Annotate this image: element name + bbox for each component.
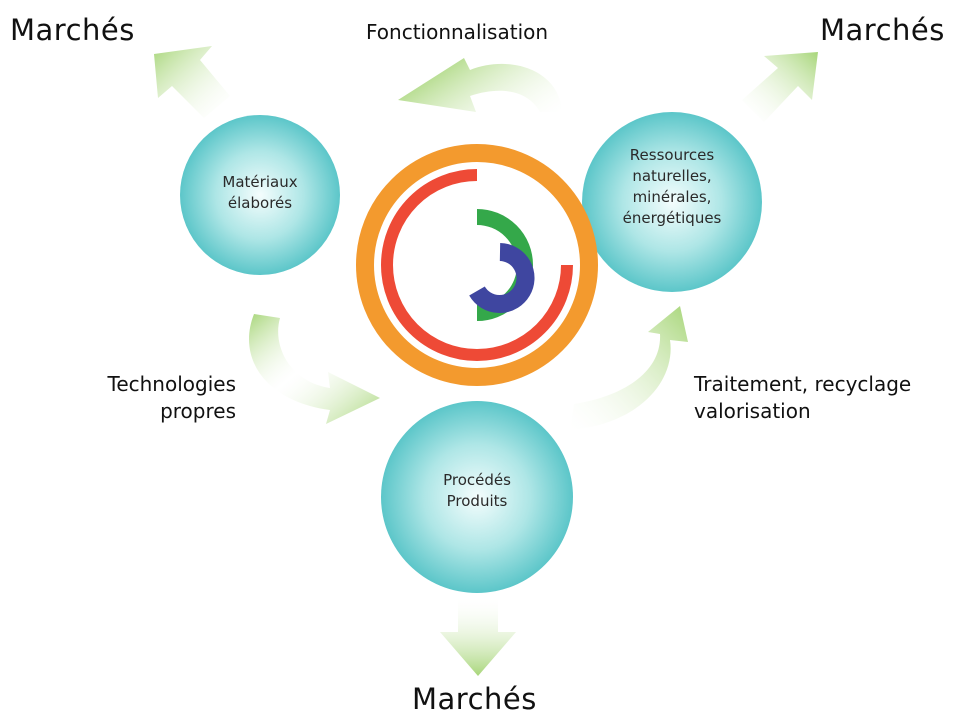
logo-red-arc bbox=[381, 169, 573, 361]
technologies-line-1: Technologies bbox=[107, 372, 236, 396]
node-materiaux-line-1: Matériaux bbox=[222, 173, 298, 191]
traitement-line-2: valorisation bbox=[694, 399, 811, 423]
node-procedes-line-2: Produits bbox=[446, 492, 508, 510]
node-ressources-text: Ressources naturelles, minérales, énergé… bbox=[607, 145, 737, 229]
technologies-line-2: propres bbox=[160, 399, 236, 423]
node-ressources-naturelles bbox=[582, 112, 762, 292]
logo-blue-arc bbox=[469, 243, 535, 313]
node-ressources-line-1: Ressources bbox=[629, 146, 715, 164]
fonctionnalisation-label: Fonctionnalisation bbox=[366, 20, 549, 44]
center-logo bbox=[356, 144, 598, 386]
arrow-to-markets-top-left bbox=[154, 46, 230, 118]
node-ressources-line-3: minérales, bbox=[632, 188, 712, 206]
arrow-traitement-recyclage bbox=[570, 306, 688, 430]
node-ressources-line-4: énergétiques bbox=[622, 209, 722, 227]
traitement-label: Traitement, recyclage valorisation bbox=[694, 372, 911, 423]
traitement-line-1: Traitement, recyclage bbox=[694, 372, 912, 396]
arrow-technologies-propres bbox=[249, 314, 380, 424]
markets-bottom-label: Marchés bbox=[412, 682, 537, 716]
node-materiaux-elabores bbox=[180, 115, 340, 275]
arrow-to-markets-top-right bbox=[742, 52, 818, 122]
arrow-fonctionnalisation bbox=[398, 58, 562, 112]
markets-top-right-label: Marchés bbox=[820, 13, 945, 47]
logo-orange-ring bbox=[356, 144, 598, 386]
node-materiaux-line-2: élaborés bbox=[227, 194, 293, 212]
node-procedes-produits bbox=[381, 401, 573, 593]
node-procedes-text: Procédés Produits bbox=[412, 470, 542, 512]
node-materiaux-text: Matériaux élaborés bbox=[200, 172, 320, 214]
node-ressources-line-2: naturelles, bbox=[632, 167, 712, 185]
node-procedes-line-1: Procédés bbox=[443, 471, 511, 489]
markets-top-left-label: Marchés bbox=[10, 13, 135, 47]
arrow-to-markets-bottom bbox=[440, 598, 516, 676]
technologies-label: Technologies propres bbox=[78, 372, 236, 423]
